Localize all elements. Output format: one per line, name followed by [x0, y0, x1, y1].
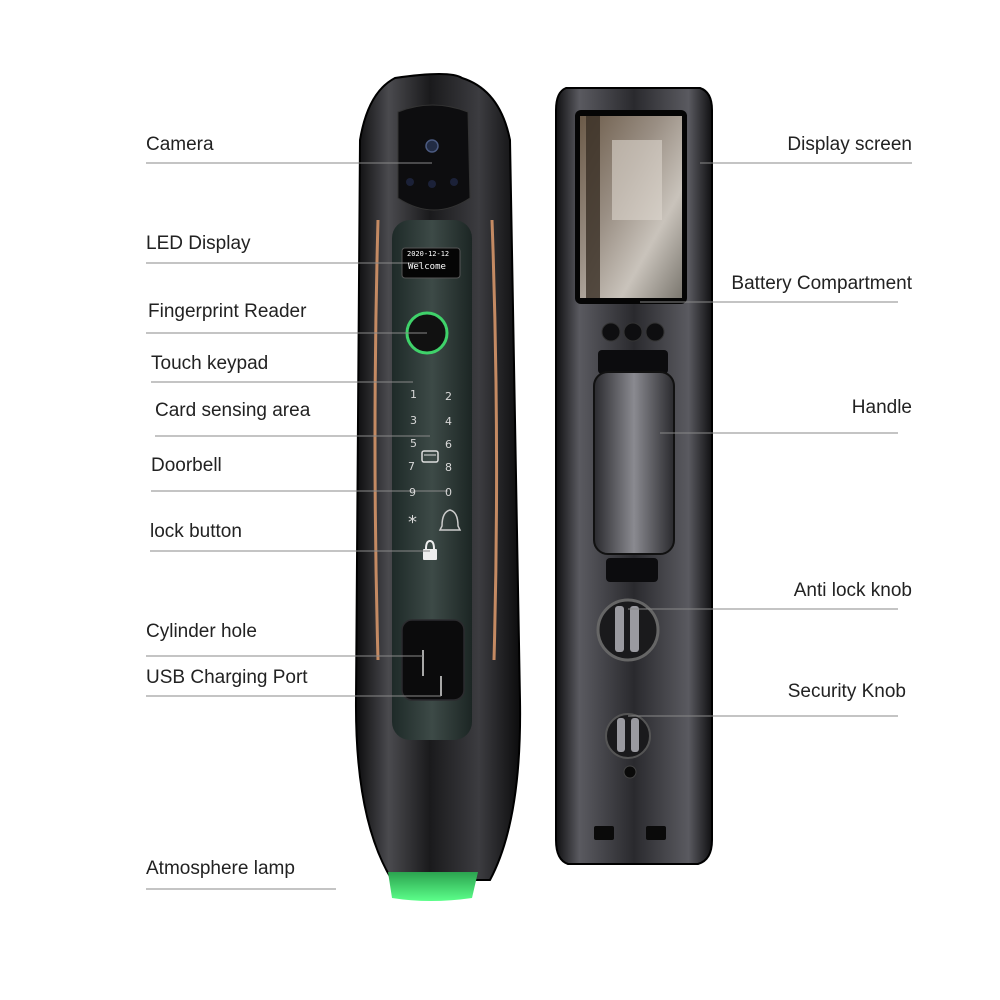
handle: [593, 371, 675, 555]
led-message: Welcome: [408, 262, 446, 272]
keypad-key-4[interactable]: 4: [445, 415, 452, 428]
label-handle: Handle: [851, 397, 912, 418]
label-cylinder-hole: Cylinder hole: [146, 621, 257, 642]
label-display-screen: Display screen: [787, 134, 912, 155]
keypad-key-0[interactable]: 0: [445, 486, 452, 499]
card-icon: [421, 450, 439, 463]
label-doorbell: Doorbell: [151, 455, 222, 476]
label-card-sensing-area: Card sensing area: [155, 400, 311, 421]
keypad-key-1[interactable]: 1: [410, 388, 417, 401]
keypad-key-2[interactable]: 2: [445, 390, 452, 403]
keypad-key-star[interactable]: *: [408, 512, 417, 533]
label-lock-button: lock button: [150, 521, 242, 542]
label-anti-lock-knob: Anti lock knob: [793, 580, 912, 601]
label-touch-keypad: Touch keypad: [151, 353, 269, 374]
led-date: 2020-12-12: [407, 250, 450, 258]
leader-lines: [146, 162, 912, 890]
trim-left: [373, 219, 380, 661]
anti-lock-knob: [596, 598, 660, 662]
label-led-display: LED Display: [146, 233, 251, 254]
label-fingerprint-reader: Fingerprint Reader: [148, 301, 307, 322]
keypad-key-6[interactable]: 6: [445, 438, 452, 451]
camera-lens: [425, 139, 439, 153]
keypad-key-5[interactable]: 5: [410, 437, 417, 450]
front-glass-panel: [392, 220, 472, 740]
label-atmosphere-lamp: Atmosphere lamp: [146, 858, 295, 879]
keypad-key-3[interactable]: 3: [410, 414, 417, 427]
label-battery-compartment: Battery Compartment: [731, 273, 912, 294]
camera-housing: [397, 104, 471, 211]
front-panel: [354, 73, 522, 901]
keypad-key-7[interactable]: 7: [408, 460, 415, 473]
atmosphere-lamp: [388, 872, 478, 901]
label-camera: Camera: [146, 134, 214, 155]
padlock-icon: [423, 549, 437, 560]
security-knob: [605, 713, 651, 759]
label-usb-charging-port: USB Charging Port: [146, 667, 308, 688]
cylinder-hole: [401, 619, 465, 701]
label-security-knob: Security Knob: [787, 681, 906, 702]
trim-right: [490, 219, 499, 661]
battery-compartment: [598, 350, 668, 374]
keypad-key-9[interactable]: 9: [409, 486, 416, 499]
bell-icon: [438, 509, 462, 531]
keypad-key-8[interactable]: 8: [445, 461, 452, 474]
back-panel: [555, 87, 713, 865]
